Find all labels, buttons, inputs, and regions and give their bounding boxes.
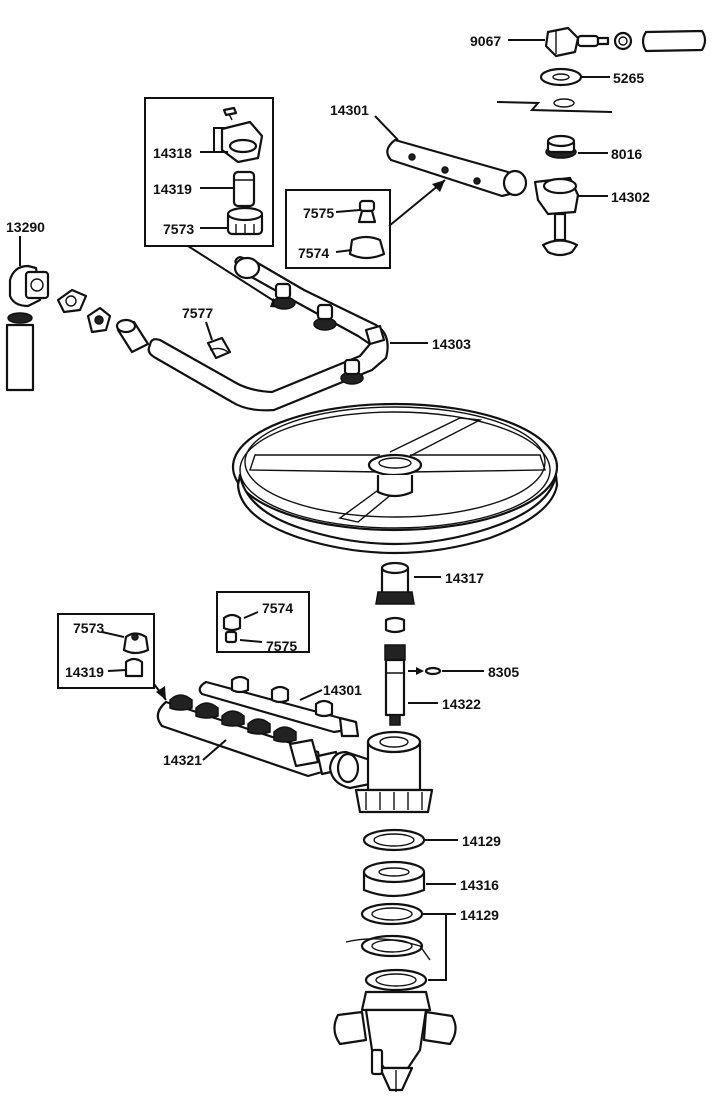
label-14303: 14303 [432,336,471,352]
label-14129-b: 14129 [460,907,499,923]
part-14322-shaft [384,644,406,726]
part-14317-hub [375,561,415,605]
label-14316: 14316 [460,877,499,893]
label-14318: 14318 [153,145,192,161]
part-7577-clamp [206,336,232,360]
label-7573-top: 7573 [163,221,194,237]
part-8016-cap [545,134,577,159]
label-14317: 14317 [445,570,484,586]
part-14319-bottom [124,657,144,678]
part-7575-top [357,199,377,224]
label-8305: 8305 [488,664,519,680]
part-14301-top-manifold [386,138,528,198]
label-14301-bottom: 14301 [323,682,362,698]
label-7573-bottom: 7573 [73,620,104,636]
part-7573-top [226,206,264,236]
label-7575-bottom: 7575 [266,638,297,654]
label-7575-top: 7575 [303,205,334,221]
part-14129-gasket-a [362,828,426,852]
part-8305-oring [424,666,442,676]
label-14321: 14321 [163,752,202,768]
part-14301-bottom-manifold [198,675,360,738]
part-elbow-insert [115,318,150,354]
label-9067: 9067 [470,33,501,49]
label-14319-top: 14319 [153,181,192,197]
part-14302-nozzle [533,176,580,257]
part-lower-hub [328,730,434,814]
label-7577: 7577 [182,305,213,321]
part-elbow-nut [86,306,112,334]
label-13290: 13290 [6,219,45,235]
part-13290-elbow [5,264,50,392]
label-7574-top: 7574 [298,245,329,261]
part-bottom-housing [333,990,457,1092]
label-7574-bottom: 7574 [262,600,293,616]
part-7573-bottom [122,632,150,655]
part-14303-arm-tube [147,255,389,412]
part-14129-gasket-b [360,902,428,992]
label-14302: 14302 [611,189,650,205]
part-14316-ring [362,860,426,898]
break-line [496,101,613,113]
part-small-collar [384,616,406,634]
label-14322: 14322 [442,696,481,712]
part-9067-fitting [544,26,707,58]
part-14319-top [232,170,256,208]
part-7574-top [348,235,386,260]
part-14318-clamp [220,106,264,164]
part-elbow-gasket [56,288,88,314]
part-5265-washer [539,67,583,87]
label-14129-a: 14129 [462,833,501,849]
part-rotor-wheel [231,402,559,555]
label-5265: 5265 [613,70,644,86]
part-7575-bottom [224,630,238,644]
label-14319-bottom: 14319 [65,664,104,680]
label-8016: 8016 [611,146,642,162]
label-14301-top: 14301 [330,102,369,118]
part-7574-bottom [222,613,242,632]
